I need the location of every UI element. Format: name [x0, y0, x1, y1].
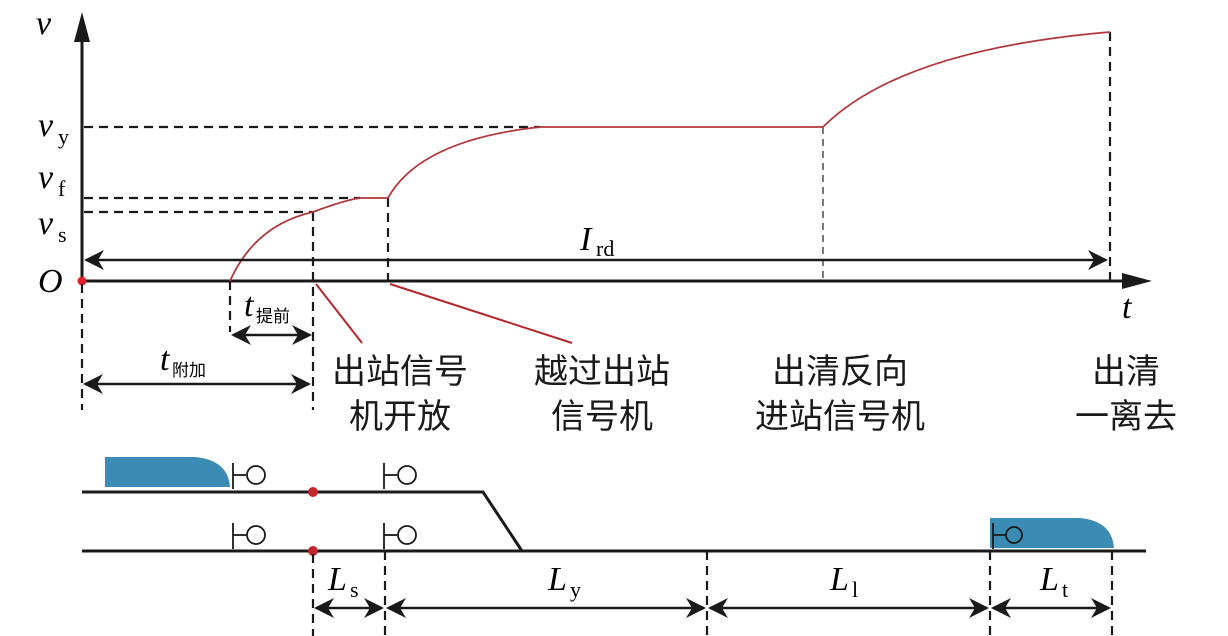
svg-text:v: v	[38, 107, 54, 144]
signal-icon	[992, 523, 1023, 549]
t-additional-label: t 附加	[160, 341, 206, 381]
svg-text:I: I	[579, 221, 593, 258]
speed-label-vy: v y	[38, 107, 69, 149]
svg-text:t: t	[1062, 577, 1068, 602]
ird-label: I rd	[579, 221, 614, 261]
event-pass-signal-line2: 信号机	[551, 397, 653, 437]
event-pass-signal-line1: 越过出站	[534, 352, 670, 392]
speed-label-vf: v f	[38, 159, 66, 201]
svg-text:rd: rd	[596, 236, 614, 261]
speed-curve	[229, 31, 1111, 282]
upper-track	[82, 490, 524, 552]
signal-icon	[383, 523, 417, 549]
svg-text:s: s	[350, 577, 359, 602]
svg-text:y: y	[58, 124, 69, 149]
signal-icon	[232, 463, 266, 489]
svg-text:L: L	[327, 561, 347, 598]
svg-text:y: y	[570, 577, 581, 602]
t-axis-arrow-icon	[1122, 273, 1152, 289]
svg-text:t: t	[244, 287, 255, 324]
svg-text:l: l	[852, 577, 858, 602]
v-axis-label: v	[36, 5, 52, 42]
svg-text:t: t	[160, 341, 171, 378]
v-axis-arrow-icon	[74, 12, 90, 42]
svg-text:提前: 提前	[256, 307, 290, 327]
origin-label: O	[38, 263, 63, 300]
event-clear-reverse-line1: 出清反向	[772, 352, 908, 392]
leader-pass-signal	[389, 283, 573, 344]
event-signal-open-line2: 机开放	[349, 397, 451, 437]
svg-text:附加: 附加	[172, 361, 206, 381]
svg-text:L: L	[1039, 561, 1059, 598]
origin-dot	[77, 276, 87, 286]
svg-text:v: v	[38, 205, 54, 242]
leaving-train-icon	[990, 518, 1114, 548]
svg-text:f: f	[58, 176, 66, 201]
marker-dot	[308, 487, 318, 497]
event-signal-open-line1: 出站信号	[332, 352, 468, 392]
signal-icon	[383, 463, 417, 489]
departing-train-icon	[105, 457, 230, 487]
svg-text:s: s	[58, 222, 67, 247]
event-clear-block-line2: 一离去	[1075, 397, 1177, 437]
marker-dot	[308, 546, 318, 556]
leader-signal-open	[315, 283, 363, 344]
t-axis-label: t	[1122, 289, 1133, 326]
svg-text:L: L	[829, 561, 849, 598]
signal-icon	[232, 523, 266, 549]
svg-text:L: L	[547, 561, 567, 598]
t-advance-label: t 提前	[244, 287, 290, 327]
event-clear-reverse-line2: 进站信号机	[755, 397, 925, 437]
speed-label-vs: v s	[38, 205, 67, 247]
event-clear-block-line1: 出清	[1092, 352, 1160, 392]
svg-text:v: v	[38, 159, 54, 196]
